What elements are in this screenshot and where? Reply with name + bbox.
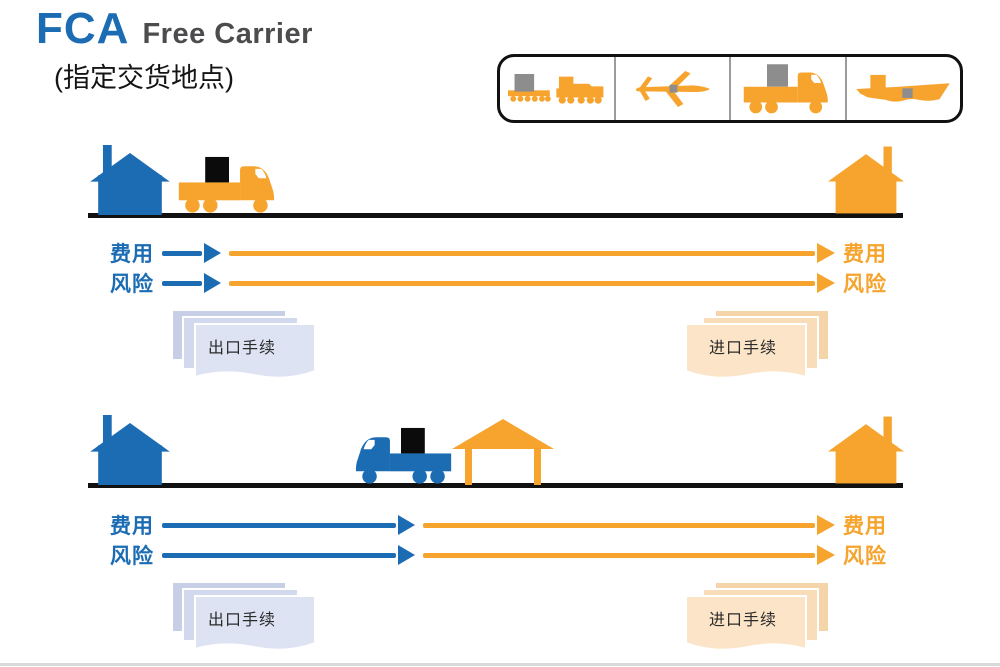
seller-truck-icon-2 bbox=[355, 427, 452, 484]
ship-icon bbox=[856, 74, 950, 102]
buyer-cost-segment-2 bbox=[423, 522, 815, 528]
seller-risk-arrowhead-2 bbox=[398, 545, 415, 565]
seller-risk-segment-1 bbox=[162, 280, 202, 286]
risk-arrow-row-2: 风险 风险 bbox=[110, 543, 887, 568]
carrier-truck-icon-1 bbox=[178, 156, 275, 213]
seller-factory-icon-2 bbox=[90, 415, 170, 485]
cost-arrow-row-2: 费用 费用 bbox=[110, 513, 887, 538]
risk-label-right-2: 风险 bbox=[843, 545, 887, 568]
seller-cost-segment-2 bbox=[162, 522, 396, 528]
mode-cell-sea bbox=[844, 57, 961, 120]
buyer-house-icon-2 bbox=[828, 416, 904, 484]
export-docs-stack-1: 出口手续 bbox=[168, 309, 318, 384]
import-docs-stack-2: 进口手续 bbox=[683, 581, 833, 656]
mode-cell-rail bbox=[500, 57, 614, 120]
export-docs-stack-2: 出口手续 bbox=[168, 581, 318, 656]
seller-risk-arrowhead-1 bbox=[204, 273, 221, 293]
import-docs-icon-1 bbox=[685, 309, 830, 379]
page-title: FCA Free Carrier bbox=[36, 4, 313, 54]
carrier-terminal-canopy-icon bbox=[452, 419, 554, 485]
risk-arrow-row-1: 风险 风险 bbox=[110, 271, 887, 296]
incoterm-name: Free Carrier bbox=[142, 18, 313, 50]
seller-cost-segment-1 bbox=[162, 250, 202, 256]
ground-line-2 bbox=[88, 483, 903, 488]
import-docs-icon-2 bbox=[685, 581, 830, 651]
incoterm-subtitle: (指定交货地点) bbox=[54, 63, 234, 93]
buyer-risk-segment-2 bbox=[423, 552, 815, 558]
seller-cost-arrowhead-2 bbox=[398, 515, 415, 535]
buyer-cost-segment-1 bbox=[229, 250, 815, 256]
buyer-cost-arrowhead-2 bbox=[817, 515, 835, 535]
import-docs-stack-1: 进口手续 bbox=[683, 309, 833, 384]
cost-label-right-1: 费用 bbox=[843, 243, 887, 266]
risk-label-left-1: 风险 bbox=[110, 273, 154, 296]
incoterm-acronym: FCA bbox=[36, 4, 130, 53]
import-docs-label-2: 进口手续 bbox=[709, 612, 778, 629]
cost-label-left-2: 费用 bbox=[110, 515, 154, 538]
truck-icon bbox=[743, 63, 828, 113]
risk-label-right-1: 风险 bbox=[843, 273, 887, 296]
cost-label-right-2: 费用 bbox=[843, 515, 887, 538]
mode-cell-air bbox=[613, 57, 730, 120]
cost-label-left-1: 费用 bbox=[110, 243, 154, 266]
seller-factory-icon-1 bbox=[90, 145, 170, 215]
export-docs-label-2: 出口手续 bbox=[208, 612, 277, 629]
export-docs-label-1: 出口手续 bbox=[208, 340, 277, 357]
cost-arrow-row-1: 费用 费用 bbox=[110, 241, 887, 266]
risk-label-left-2: 风险 bbox=[110, 545, 154, 568]
buyer-cost-arrowhead-1 bbox=[817, 243, 835, 263]
seller-cost-arrowhead-1 bbox=[204, 243, 221, 263]
buyer-house-icon-1 bbox=[828, 146, 904, 214]
ground-line-1 bbox=[88, 213, 903, 218]
export-docs-icon-1 bbox=[171, 309, 316, 379]
page-bottom-divider bbox=[0, 663, 1000, 666]
seller-risk-segment-2 bbox=[162, 552, 396, 558]
buyer-risk-arrowhead-2 bbox=[817, 545, 835, 565]
train-icon bbox=[507, 73, 604, 104]
buyer-risk-arrowhead-1 bbox=[817, 273, 835, 293]
export-docs-icon-2 bbox=[171, 581, 316, 651]
plane-icon bbox=[636, 70, 711, 107]
buyer-risk-segment-1 bbox=[229, 280, 815, 286]
mode-cell-road bbox=[729, 57, 845, 120]
transport-modes-box bbox=[497, 54, 963, 123]
import-docs-label-1: 进口手续 bbox=[709, 340, 778, 357]
